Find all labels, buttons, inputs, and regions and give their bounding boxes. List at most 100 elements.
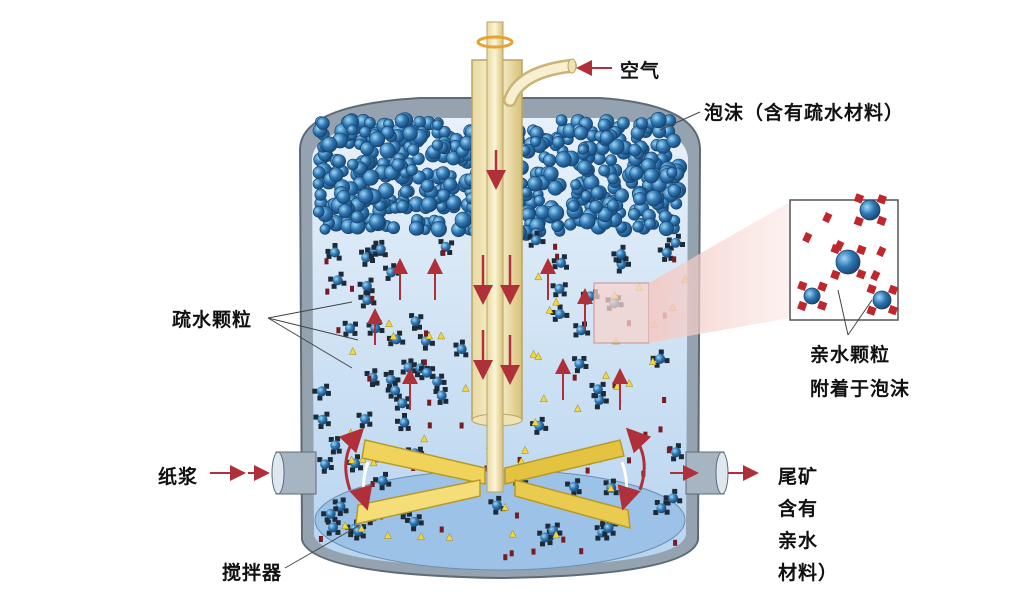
pointer-lines xyxy=(267,111,873,569)
hydrophobic-particle xyxy=(445,532,454,541)
foam-bubble xyxy=(607,173,619,185)
hydrophilic-particle xyxy=(509,550,514,557)
zoom-free-particle xyxy=(834,240,845,252)
bubble-molecule xyxy=(394,396,411,411)
foam-bubble xyxy=(597,206,613,223)
foam-bubble xyxy=(394,113,410,129)
foam-bubble xyxy=(658,221,674,237)
foam-bubble xyxy=(551,136,565,149)
agitator-rotation-arrows xyxy=(338,427,652,511)
foam-bubble xyxy=(432,119,444,131)
zoom-bubble xyxy=(872,290,892,310)
hydrophobic-particle xyxy=(545,305,554,314)
zoom-attached-particle xyxy=(887,305,899,316)
hydrophilic-particle xyxy=(439,526,444,533)
foam-bubble xyxy=(645,189,663,207)
foam-bubble xyxy=(590,186,605,200)
bubble-molecule xyxy=(550,282,568,298)
label-tailings-3: 亲水 xyxy=(778,530,819,552)
foam-bubble xyxy=(589,200,603,214)
zoom-attached-particle xyxy=(797,300,808,312)
hydrophobic-particle xyxy=(606,483,615,492)
foam-bubble xyxy=(406,164,418,176)
hydrophobic-particle xyxy=(383,530,392,539)
foam-bubble xyxy=(597,118,612,132)
label-tailings-1: 尾矿 xyxy=(778,466,819,488)
bubble-molecule xyxy=(565,478,582,497)
zoom-detail-content xyxy=(797,193,899,316)
hydrophilic-particle xyxy=(561,536,566,543)
hydrophilic-particle xyxy=(643,431,648,438)
external-arrows xyxy=(210,60,759,481)
hydrophilic-particle xyxy=(579,548,584,555)
hydrophobic-particle xyxy=(613,381,622,390)
zoom-attached-particle xyxy=(817,300,828,311)
zoom-attached-particle xyxy=(866,305,877,316)
hydrophobic-particle xyxy=(385,319,393,328)
zoom-bubble xyxy=(803,287,821,305)
foam-bubble xyxy=(336,189,351,204)
foam-bubble xyxy=(667,184,682,198)
bubble-molecule xyxy=(313,411,331,429)
hydrophilic-particle xyxy=(503,554,508,561)
foam-bubble xyxy=(666,133,681,149)
hydrophobic-particle xyxy=(508,529,517,538)
foam-bubble xyxy=(369,131,386,148)
foam-bubble xyxy=(332,154,347,168)
foam-bubble xyxy=(350,210,364,224)
bubble-molecule xyxy=(312,383,331,401)
foam-bubble xyxy=(570,179,582,191)
bubble-molecule xyxy=(342,320,358,337)
foam-bubble xyxy=(454,211,472,229)
zoom-attached-particle xyxy=(876,194,887,205)
zoom-source-box xyxy=(593,282,650,344)
bubble-molecule xyxy=(373,471,392,491)
hydrophobic-particle xyxy=(552,297,561,306)
foam-bubble xyxy=(402,125,418,141)
zoom-attached-particle xyxy=(856,269,867,280)
hydrophilic-particle xyxy=(370,481,375,487)
label-tailings-2: 含有 xyxy=(778,498,819,520)
foam-bubble xyxy=(629,166,644,181)
foam-bubble xyxy=(420,196,437,213)
hydrophilic-particle xyxy=(612,382,617,389)
foam-bubble xyxy=(573,125,589,141)
bubble-molecule xyxy=(405,514,424,532)
zoom-attached-particle xyxy=(817,281,828,292)
zoom-attached-particle xyxy=(797,280,808,291)
foam-bubble xyxy=(368,213,386,230)
hydrophilic-particle xyxy=(673,539,678,546)
foam-bubble xyxy=(543,166,559,182)
zoom-attached-particle xyxy=(830,269,841,280)
hydrophilic-particle xyxy=(553,243,558,250)
foam-bubble xyxy=(420,179,435,193)
foam-bubble xyxy=(359,126,371,138)
foam-bubble xyxy=(632,220,645,233)
hydrophilic-particle xyxy=(672,256,677,263)
hydrophilic-particle xyxy=(350,285,354,292)
hydrophobic-particle xyxy=(539,394,548,402)
foam-bubble xyxy=(408,221,424,236)
hydrophobic-particle xyxy=(348,346,357,355)
zoom-bubble xyxy=(835,249,861,275)
foam-bubble xyxy=(547,180,563,196)
hydrophobic-particle xyxy=(420,434,429,443)
hydrophilic-particle xyxy=(370,295,375,302)
zoom-attached-particle xyxy=(856,244,867,256)
hydrophilic-particle xyxy=(627,457,631,464)
hydrophilic-particle xyxy=(427,422,432,429)
zoom-attached-particle xyxy=(876,215,887,226)
bubble-molecule xyxy=(611,244,629,264)
bubble-molecule xyxy=(385,381,402,399)
foam-bubble xyxy=(391,158,405,172)
foam-bubble xyxy=(635,117,648,130)
foam-bubble xyxy=(346,124,358,136)
foam-bubble xyxy=(314,188,327,201)
bubble-molecule xyxy=(325,243,342,261)
foam-bubble xyxy=(338,203,353,219)
foam-bubble xyxy=(555,151,572,168)
foam-bubble xyxy=(605,154,618,166)
foam-bubble xyxy=(321,136,338,153)
hydrophobic-particle xyxy=(501,502,509,511)
zoom-attached-particle xyxy=(866,284,877,295)
